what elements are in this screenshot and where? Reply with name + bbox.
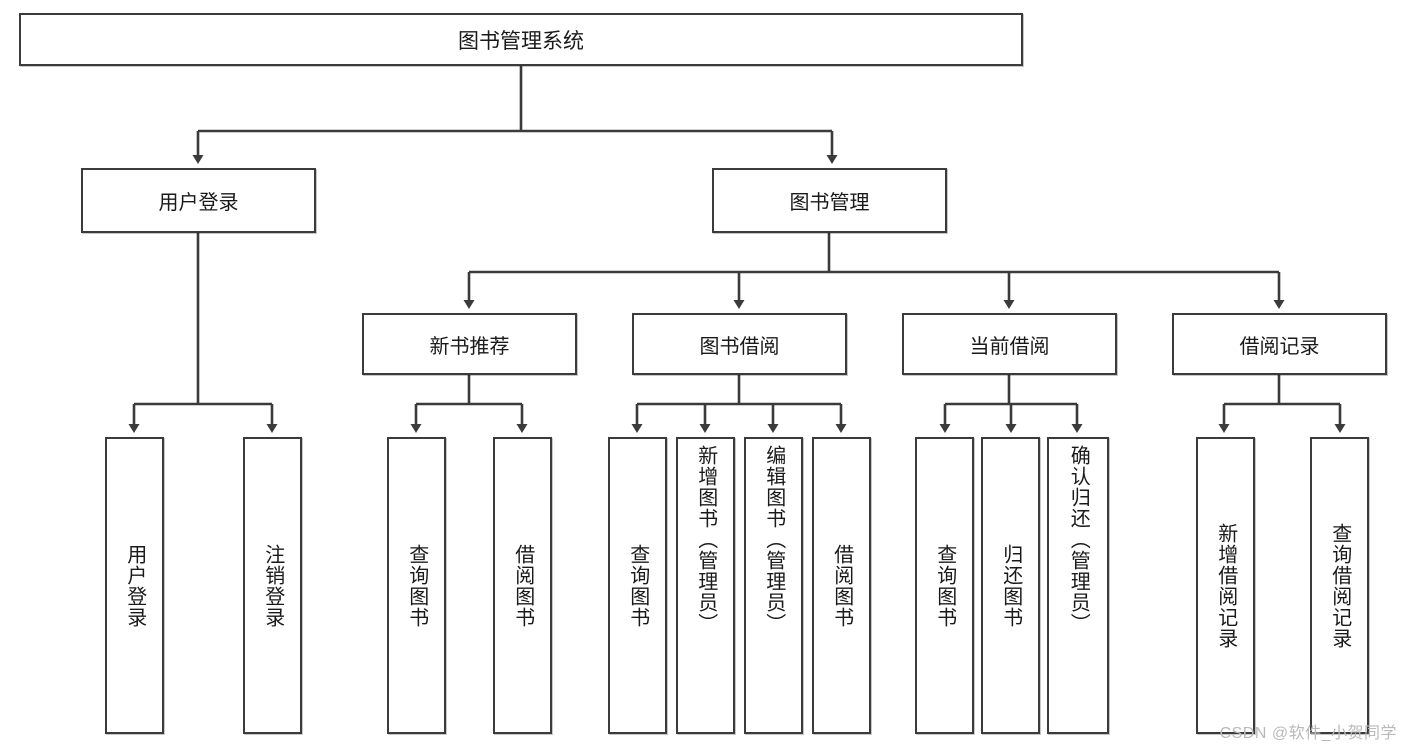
node-current-borrow[interactable]: 当前借阅 xyxy=(902,313,1117,375)
leaf-new-book-borrow[interactable]: 借阅图书 xyxy=(493,437,552,734)
leaf-book-borrow-edit[interactable]: 编辑图书（管理员） xyxy=(744,437,803,734)
node-user-login[interactable]: 用户登录 xyxy=(81,168,316,233)
node-book-management[interactable]: 图书管理 xyxy=(712,168,947,233)
leaf-user-login-login[interactable]: 用户登录 xyxy=(105,437,164,734)
node-label: 新增图书（管理员） xyxy=(694,445,717,634)
node-book-borrow[interactable]: 图书借阅 xyxy=(632,313,847,375)
node-label: 图书管理系统 xyxy=(458,29,584,53)
node-label: 确认归还（管理员） xyxy=(1067,445,1090,634)
node-borrow-record[interactable]: 借阅记录 xyxy=(1172,313,1387,375)
leaf-user-login-logout[interactable]: 注销登录 xyxy=(243,437,302,734)
node-label: 新书推荐 xyxy=(429,335,510,358)
leaf-borrow-record-add[interactable]: 新增借阅记录 xyxy=(1196,437,1255,734)
leaf-current-borrow-query[interactable]: 查询图书 xyxy=(915,437,974,734)
node-label: 用户登录 xyxy=(158,192,239,214)
leaf-borrow-record-query[interactable]: 查询借阅记录 xyxy=(1310,437,1369,734)
node-label: 查询图书 xyxy=(626,543,649,628)
node-label: 归还图书 xyxy=(999,543,1022,628)
node-label: 图书管理 xyxy=(789,192,870,214)
node-label: 借阅图书 xyxy=(830,543,853,628)
leaf-current-borrow-return[interactable]: 归还图书 xyxy=(981,437,1040,734)
node-root-system[interactable]: 图书管理系统 xyxy=(19,13,1023,66)
leaf-book-borrow-add[interactable]: 新增图书（管理员） xyxy=(676,437,735,734)
leaf-new-book-query[interactable]: 查询图书 xyxy=(387,437,446,734)
node-label: 查询借阅记录 xyxy=(1328,522,1351,649)
node-label: 用户登录 xyxy=(123,543,146,628)
node-label: 借阅图书 xyxy=(511,543,534,628)
node-label: 借阅记录 xyxy=(1239,335,1320,358)
leaf-current-borrow-confirm[interactable]: 确认归还（管理员） xyxy=(1047,437,1109,734)
node-label: 查询图书 xyxy=(405,543,428,628)
node-label: 新增借阅记录 xyxy=(1214,522,1237,649)
node-label: 注销登录 xyxy=(261,543,284,628)
watermark-text: CSDN @软件_小贺同学 xyxy=(1219,725,1397,742)
leaf-book-borrow-borrow[interactable]: 借阅图书 xyxy=(812,437,871,734)
node-new-book-recommend[interactable]: 新书推荐 xyxy=(362,313,577,375)
node-label: 图书借阅 xyxy=(699,335,780,358)
node-label: 当前借阅 xyxy=(969,335,1050,358)
node-label: 编辑图书（管理员） xyxy=(762,445,785,634)
leaf-book-borrow-query[interactable]: 查询图书 xyxy=(608,437,667,734)
node-label: 查询图书 xyxy=(933,543,956,628)
